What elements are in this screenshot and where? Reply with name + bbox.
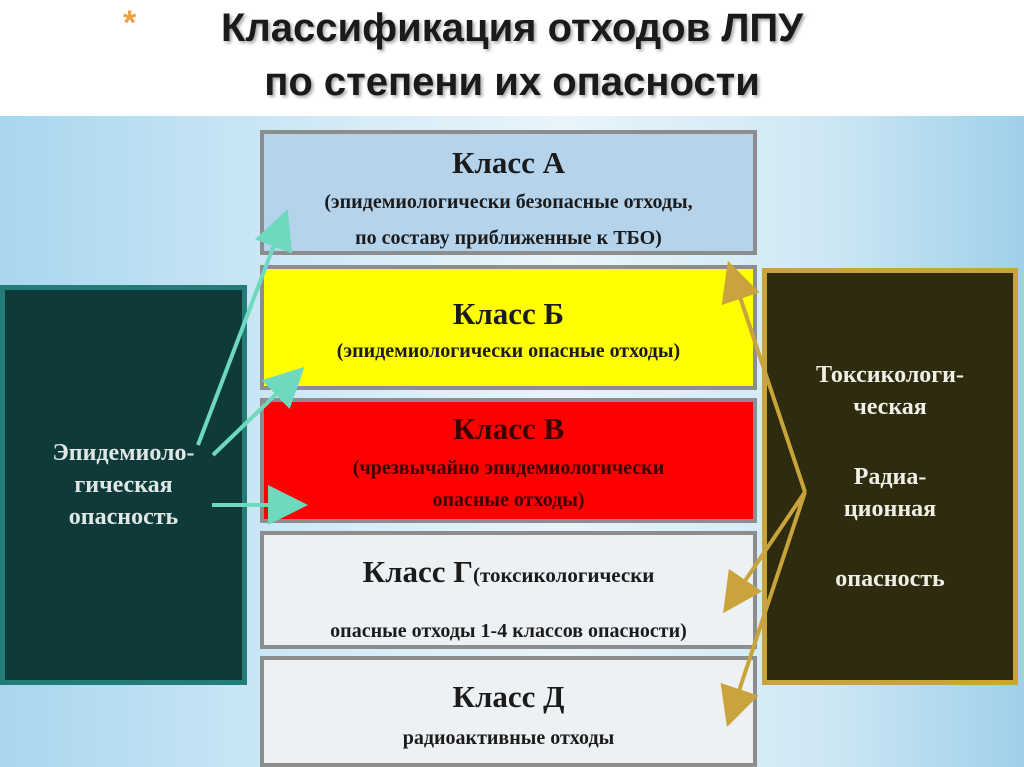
left-box-line-2: гическая — [74, 472, 173, 498]
slide-title-line-1: Классификация отходов ЛПУ — [220, 6, 804, 50]
right-box-line-5: опасность — [835, 565, 945, 592]
toxic-radiation-hazard-box: Токсикологи- ческая Радиа- ционная опасн… — [762, 268, 1018, 685]
class-g-desc-inline: (токсикологически — [472, 563, 655, 587]
right-box-line-2: ческая — [853, 393, 927, 420]
left-box-line-1: Эпидемиоло- — [52, 440, 195, 466]
right-box-line-3: Радиа- — [853, 463, 927, 490]
class-v-desc-1: (чрезвычайно эпидемиологически — [352, 457, 665, 479]
right-box-line-1: Токсикологи- — [815, 361, 965, 388]
class-b-box: Класс Б (эпидемиологически опасные отход… — [260, 265, 757, 390]
class-b-title: Класс Б — [452, 296, 565, 331]
class-a-desc-1: (эпидемиологически безопасные отходы, — [324, 191, 693, 213]
class-v-box: Класс В (чрезвычайно эпидемиологически о… — [260, 398, 757, 523]
asterisk-bullet: * — [123, 4, 137, 42]
class-d-title: Класс Д — [452, 679, 565, 714]
class-g-desc-2: опасные отходы 1-4 классов опасности) — [330, 620, 687, 642]
class-g-title-row: Класс Г(токсикологически — [264, 553, 753, 597]
class-v-title: Класс В — [452, 411, 565, 446]
slide-header: * Классификация отходов ЛПУ по степени и… — [0, 0, 1024, 116]
slide-title-line-2: по степени их опасности — [264, 60, 760, 104]
class-b-desc: (эпидемиологически опасные отходы) — [336, 340, 681, 362]
class-v-desc-2: опасные отходы) — [432, 489, 585, 511]
class-g-box: Класс Г(токсикологически опасные отходы … — [260, 531, 757, 649]
class-a-box: Класс А (эпидемиологически безопасные от… — [260, 130, 757, 255]
right-box-line-4: ционная — [843, 495, 937, 522]
class-a-desc-2: по составу приближенные к ТБО) — [355, 227, 662, 249]
epidemiological-hazard-box: Эпидемиоло- гическая опасность — [0, 285, 247, 685]
class-d-desc: радиоактивные отходы — [402, 727, 615, 749]
left-box-line-3: опасность — [68, 504, 179, 530]
class-a-title: Класс А — [451, 145, 566, 180]
class-d-box: Класс Д радиоактивные отходы — [260, 656, 757, 767]
class-g-title: Класс Г — [362, 554, 473, 589]
